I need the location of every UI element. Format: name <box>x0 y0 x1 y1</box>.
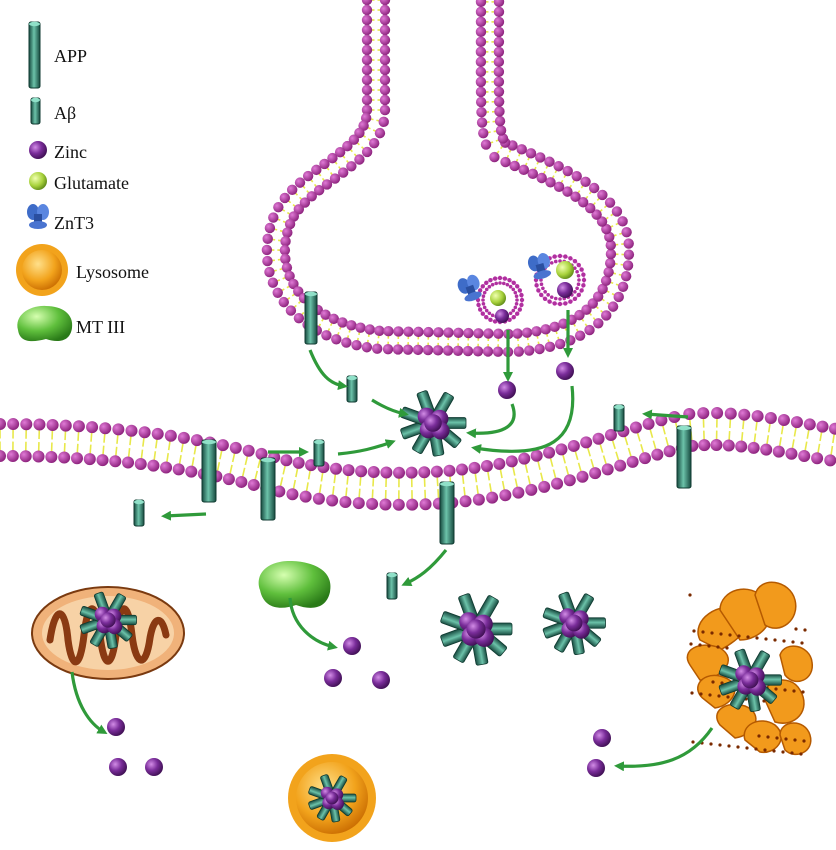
legend-label-znt3: ZnT3 <box>54 213 94 233</box>
zinc-free-6 <box>593 729 611 747</box>
zinc-free-5 <box>145 758 163 776</box>
lysosome-icon <box>16 244 68 296</box>
golgi-cisterna-8 <box>743 720 782 753</box>
legend-label-app: APP <box>54 46 88 66</box>
arrow-app-to-abeta-right <box>642 409 689 420</box>
legend-label-zinc: Zinc <box>54 142 87 162</box>
abeta-rod-icon <box>30 97 41 125</box>
zinc-abeta-aggregate-2 <box>542 591 606 656</box>
arrow-mt3-releases-zinc <box>288 597 338 651</box>
zinc-free-0 <box>343 637 361 655</box>
zinc-free-3 <box>107 718 125 736</box>
zinc-cleft-1 <box>498 381 516 399</box>
zinc-abeta-aggregate-cleft <box>400 390 467 457</box>
zinc-free-1 <box>324 669 342 687</box>
arrow-app-to-abeta-pre <box>308 349 348 391</box>
arrow-abeta-to-aggregate-1 <box>371 398 409 418</box>
zinc-in-vesicle-left <box>495 309 509 323</box>
golgi-cisterna-2 <box>754 581 797 629</box>
mt3-protein <box>258 560 331 608</box>
zinc-abeta-aggregate-mitochondrion <box>79 591 137 649</box>
zinc-sphere-icon <box>29 141 47 159</box>
znt3-vesicle-right <box>527 252 552 280</box>
zinc-abeta-aggregate-golgi <box>718 648 782 713</box>
presynaptic-membrane <box>261 0 635 358</box>
arrow-zinc-to-aggregate-1 <box>466 403 516 439</box>
golgi-cisterna-7 <box>779 645 813 683</box>
glutamate-in-vesicle-right <box>556 261 574 279</box>
zinc-in-vesicle-right <box>557 282 573 298</box>
znt3-transporter-icon <box>27 204 49 229</box>
abeta-intracellular-2 <box>386 572 398 600</box>
arrow-abeta-to-aggregate-2 <box>337 439 396 456</box>
zinc-free-4 <box>109 758 127 776</box>
abeta-cleft-2 <box>313 439 325 467</box>
golgi-apparatus <box>686 581 813 756</box>
abeta-intracellular-1 <box>133 499 145 527</box>
app-postsynaptic-1 <box>201 439 217 503</box>
mt3-blob-icon <box>17 305 73 342</box>
zinc-abeta-aggregate-lysosome <box>308 774 357 823</box>
legend-label-abeta: Aβ <box>54 103 77 123</box>
arrow-mitochondrion-releases-zinc <box>70 671 108 734</box>
app-presynaptic <box>304 291 318 345</box>
znt3-vesicle-left <box>457 274 482 302</box>
glutamate-sphere-icon <box>29 172 47 190</box>
zinc-abeta-aggregate-1 <box>440 593 513 666</box>
zinc-cleft-2 <box>556 362 574 380</box>
abeta-cleft-3 <box>613 404 625 432</box>
zinc-free-7 <box>587 759 605 777</box>
arrow-zinc-to-aggregate-2 <box>471 385 575 454</box>
glutamate-in-vesicle-left <box>490 290 506 306</box>
app-postsynaptic-4 <box>676 425 692 489</box>
arrow-app-to-abeta-intracellular <box>401 549 448 587</box>
app-postsynaptic-2 <box>260 457 276 521</box>
zinc-free-2 <box>372 671 390 689</box>
abeta-cleft-1 <box>346 375 358 403</box>
arrow-golgi-releases-zinc <box>614 727 714 772</box>
synaptic-vesicle-left <box>475 275 525 325</box>
app-rod-icon <box>28 21 41 89</box>
legend-label-glutamate: Glutamate <box>54 173 129 193</box>
legend-label-lysosome: Lysosome <box>76 262 150 282</box>
arrow-app-to-abeta-left <box>161 510 207 521</box>
legend-label-mt3: MT III <box>76 317 126 337</box>
app-postsynaptic-3 <box>439 481 455 545</box>
